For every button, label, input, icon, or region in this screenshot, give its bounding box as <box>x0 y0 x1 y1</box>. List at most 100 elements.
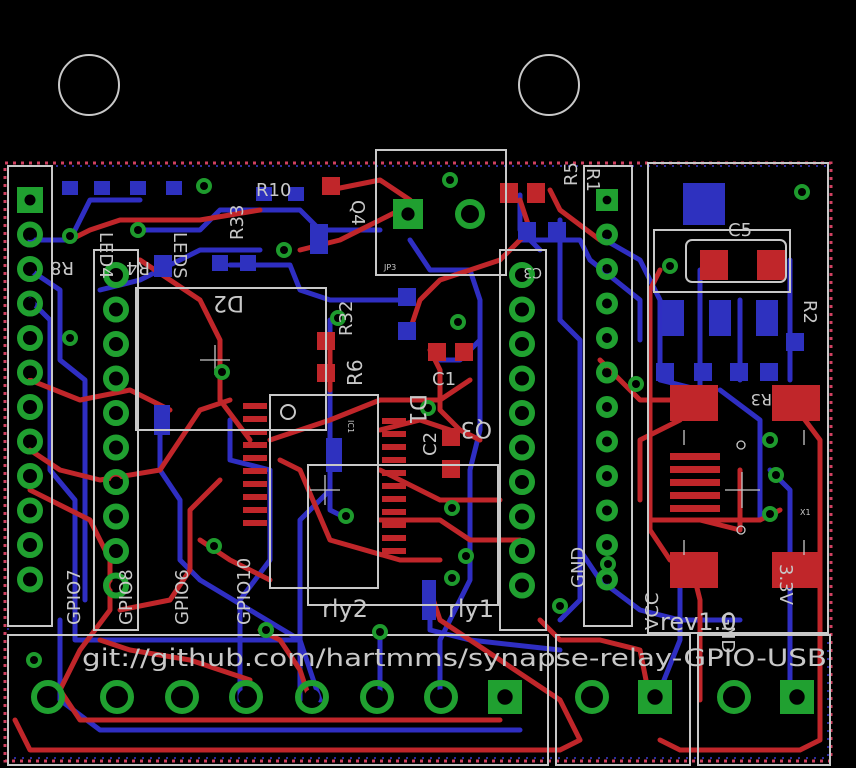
label-vcc: VCC <box>642 593 663 630</box>
header-center-pin <box>509 331 535 357</box>
header-center-pin <box>509 400 535 426</box>
header-center-pin <box>509 538 535 564</box>
via <box>214 364 230 380</box>
header-left-pin <box>17 290 43 317</box>
via <box>62 330 78 346</box>
label-q3: Q3 <box>461 416 492 441</box>
header-left-pin <box>17 187 43 213</box>
header-gpio-pin <box>103 331 129 357</box>
via <box>762 432 778 448</box>
header-gpio-pin <box>103 296 129 323</box>
header-right-pin <box>596 327 618 349</box>
terminal-pin <box>100 680 134 714</box>
via <box>552 598 568 614</box>
power-pin <box>638 680 672 714</box>
header-right-pin <box>596 568 618 591</box>
label-gpio6: GPIO6 <box>172 569 193 625</box>
header-gpio-pin <box>103 262 129 288</box>
header-gpio-pin <box>103 538 129 564</box>
header-right-pin <box>596 430 618 453</box>
jp3-pin <box>393 199 423 229</box>
label-ic1: IC1 <box>346 420 355 433</box>
via <box>600 556 616 572</box>
header-right-pin <box>596 396 618 418</box>
via <box>762 506 778 522</box>
top-pads <box>243 177 820 588</box>
header-left-pin <box>17 463 43 489</box>
mounting-hole-left <box>58 54 120 116</box>
header-left-pin <box>17 566 43 593</box>
label-d2: D2 <box>213 290 244 315</box>
via <box>372 624 388 640</box>
usb-power-pin <box>717 680 751 714</box>
label-c3: C3 <box>523 264 542 280</box>
via <box>442 172 458 188</box>
label-jp3: JP3 <box>383 263 396 272</box>
label-x1: X1 <box>800 508 811 517</box>
silkscreen <box>7 149 831 766</box>
terminal-pin <box>165 680 199 714</box>
terminal-pin <box>488 680 522 714</box>
label-r10: R10 <box>256 180 291 201</box>
label-gpio10: GPIO10 <box>234 558 255 625</box>
via <box>26 652 42 668</box>
header-right-pin <box>596 258 618 280</box>
jp3-pin <box>455 199 485 229</box>
header-center-pin <box>509 503 535 530</box>
thru-hole-pads <box>17 187 814 714</box>
via <box>444 500 460 516</box>
power-pin <box>575 680 609 714</box>
label-c1: C1 <box>432 369 456 390</box>
via <box>420 400 436 416</box>
via <box>450 314 466 330</box>
label-r5: R5 <box>561 162 582 186</box>
header-gpio-pin <box>103 572 129 599</box>
header-left-pin <box>17 359 43 386</box>
label-q4: Q4 <box>347 200 368 226</box>
label-r32: R32 <box>336 301 357 336</box>
bottom-pads <box>62 181 804 620</box>
header-gpio-pin <box>103 469 129 495</box>
terminal-pin <box>424 680 458 714</box>
via <box>444 570 460 586</box>
via <box>768 467 784 483</box>
label-rly2: rly2 <box>322 595 368 623</box>
via <box>276 242 292 258</box>
label-gpio7: GPIO7 <box>64 569 85 625</box>
via <box>62 228 78 244</box>
header-right-pin <box>596 361 618 384</box>
via <box>196 178 212 194</box>
header-center-pin <box>509 572 535 599</box>
label-gnd-1: GND <box>568 547 589 588</box>
label-gnd-2: GND <box>717 612 738 653</box>
header-center-pin <box>509 469 535 495</box>
label-r33: R33 <box>227 205 248 240</box>
header-center-pin <box>509 365 535 392</box>
via <box>206 538 222 554</box>
header-center-pin <box>509 434 535 461</box>
label-r3: R3 <box>751 390 772 409</box>
header-left-pin <box>17 428 43 455</box>
label-led4: LED4 <box>95 232 116 279</box>
terminal-pin <box>31 680 65 714</box>
vias <box>26 172 810 668</box>
header-gpio-pin <box>103 503 129 530</box>
label-r1: R1 <box>582 168 603 192</box>
component-labels: R8 R4 LED4 LEDS R33 R10 Q4 JP3 D2 R32 R6… <box>50 162 827 672</box>
header-right-pin <box>596 499 618 522</box>
header-right-pin <box>596 189 618 211</box>
label-3v3: 3.3V <box>775 564 796 606</box>
header-left-pin <box>17 256 43 282</box>
header-right-pin <box>596 223 618 246</box>
label-rev: rev1.0 <box>660 608 736 636</box>
label-r8: R8 <box>50 257 74 278</box>
mounting-hole-right <box>518 54 580 116</box>
header-left-pin <box>17 532 43 558</box>
label-r4: R4 <box>126 257 150 278</box>
header-gpio-pin <box>103 400 129 426</box>
header-right-pin <box>596 534 618 556</box>
label-rly1: rly1 <box>448 595 494 623</box>
label-r2: R2 <box>799 300 820 324</box>
header-right-pin <box>596 292 618 315</box>
